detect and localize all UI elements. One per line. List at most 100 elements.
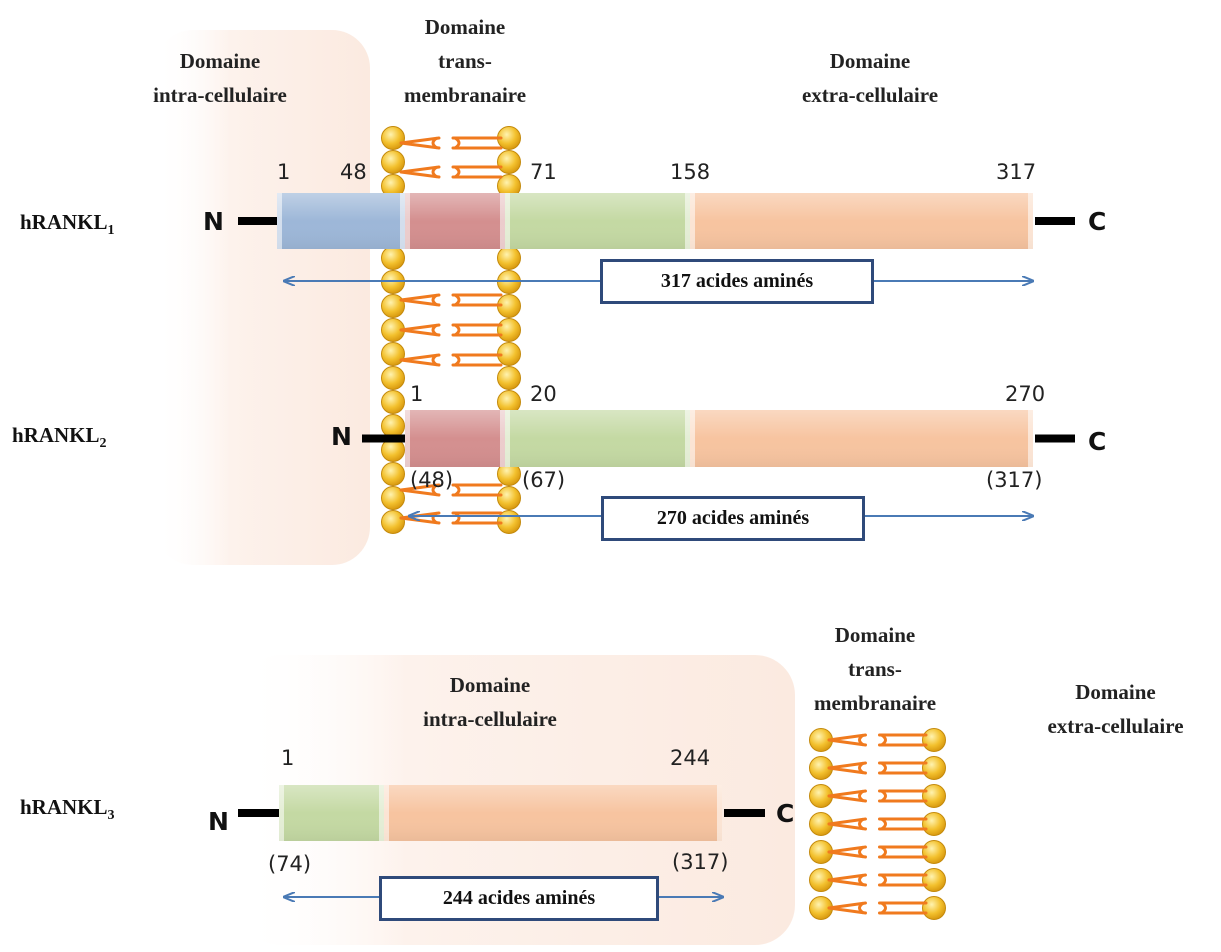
lipid-head [381,150,405,174]
lipid-tail [451,293,503,307]
alt-position-label: (67) [522,468,566,492]
segment-highlight [690,410,1033,467]
n-terminus-label: N [331,422,352,451]
lipid-tail [827,873,867,887]
lipid-tail [454,136,461,150]
lipid-tail [399,323,441,337]
segment-highlight [405,193,505,249]
segment-highlight [405,410,505,467]
c-terminus-label: C [776,799,795,828]
lipid-tail [451,323,503,337]
header-intracellular-bottom: Domaine intra-cellulaire [423,673,557,731]
segment-edge [277,193,282,249]
position-label: 1 [281,746,295,770]
lipid-tail [399,353,441,367]
lipid-tail [858,761,865,775]
lipid-tail [454,323,461,337]
segment-highlight [505,410,690,467]
lipid-tail [878,761,928,775]
length-label-box: 317 acides aminés [600,259,874,304]
lipid-tail [827,789,867,803]
lipid-tail [454,165,461,179]
lipid-tail [878,873,928,887]
lipid-tail [880,845,887,859]
lipid-head [381,294,405,318]
alt-position-label: (317) [986,468,1043,492]
lipid-tail [399,136,441,150]
segment-edge [279,785,284,841]
segment-edge [400,193,405,249]
segment-highlight [384,785,722,841]
lipid-head [922,756,946,780]
lipid-head [381,126,405,150]
lipid-tail [880,789,887,803]
position-label: 71 [530,160,557,184]
segment-edge [1028,193,1033,249]
lipid-tail [827,845,867,859]
header-extracellular-top: Domaine extra-cellulaire [801,49,939,107]
lipid-tail [858,789,865,803]
lipid-tail [858,733,865,747]
segment-edge [685,410,690,467]
segment-edge [384,785,389,841]
lipid-tail [878,901,928,915]
segment-edge [690,193,695,249]
lipid-head [381,390,405,414]
lipid-head [497,318,521,342]
lipid-tail [858,845,865,859]
lipid-tail [878,845,928,859]
segment-edge [379,785,384,841]
lipid-tail [431,136,438,150]
position-label: 1 [410,382,424,406]
lipid-head [381,246,405,270]
segment-edge [690,410,695,467]
lipid-head [922,784,946,808]
lipid-tail [431,483,438,497]
lipid-tail [858,873,865,887]
segment-edge [505,410,510,467]
lipid-head [497,246,521,270]
n-terminus-label: N [208,807,229,836]
segment-edge [505,193,510,249]
lipid-head [922,896,946,920]
row-label-hrankl2: hRANKL2 [12,423,107,452]
segment-edge [685,193,690,249]
lipid-tail [878,789,928,803]
segment-highlight [279,785,384,841]
alt-position-label: (48) [410,468,454,492]
position-label: 270 [1005,382,1046,406]
lipid-tail [399,165,441,179]
lipid-tail [454,483,461,497]
lipid-head [381,414,405,438]
lipid-tail [878,817,928,831]
lipid-tail [431,353,438,367]
lipid-tail [827,761,867,775]
lipid-tail [858,817,865,831]
lipid-tail [827,817,867,831]
lipid-head [381,342,405,366]
segment-edge [405,193,410,249]
lipid-tail [451,165,503,179]
segment-edge [405,410,410,467]
lipid-tail [399,293,441,307]
header-extracellular-bottom: Domaine extra-cellulaire [1047,680,1184,738]
position-label: 1 [277,160,291,184]
header-transmembrane-top: Domaine trans- membranaire [403,15,527,107]
lipid-tail [827,901,867,915]
lipid-head [381,366,405,390]
position-label: 20 [530,382,557,406]
lipid-tail [431,511,438,525]
length-label-box: 270 acides aminés [601,496,865,541]
length-label-box: 244 acides aminés [379,876,659,921]
lipid-head [497,366,521,390]
lipid-tail [858,901,865,915]
segment-edge [1028,410,1033,467]
alt-position-label: (74) [268,852,312,876]
lipid-tail [880,901,887,915]
lipid-tail [431,165,438,179]
lipid-head [381,462,405,486]
lipid-tail [454,511,461,525]
lipid-tail [454,293,461,307]
lipid-tail [451,483,503,497]
